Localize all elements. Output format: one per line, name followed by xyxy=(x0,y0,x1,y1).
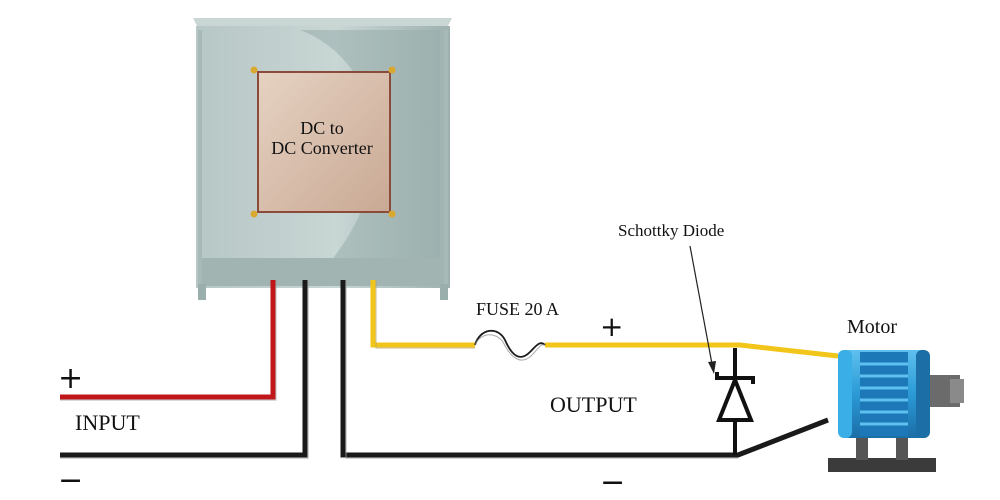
panel-screw-icon xyxy=(250,210,258,218)
fuse-icon xyxy=(474,329,546,358)
input-positive-wire xyxy=(60,280,277,401)
output-plus-sign: + xyxy=(600,310,623,343)
converter-panel xyxy=(250,66,396,218)
panel-screw-icon xyxy=(250,66,258,74)
schottky-diode-icon xyxy=(715,348,755,455)
panel-screw-icon xyxy=(388,210,396,218)
fuse-label: FUSE 20 A xyxy=(476,299,559,319)
input-label: INPUT xyxy=(75,410,140,435)
output-label: OUTPUT xyxy=(550,392,637,417)
converter-label-line2: DC Converter xyxy=(271,138,372,158)
output-negative-wire xyxy=(340,280,829,459)
input-minus-sign: − xyxy=(58,463,83,498)
diode-pointer-arrow xyxy=(689,245,716,374)
diode-label: Schottky Diode xyxy=(618,221,724,240)
input-plus-sign: + xyxy=(58,361,83,396)
panel-screw-icon xyxy=(388,66,396,74)
output-minus-sign: − xyxy=(600,465,625,500)
converter-label-line1: DC to xyxy=(300,118,344,138)
motor-icon xyxy=(828,350,964,472)
output-positive-wire xyxy=(370,280,839,359)
input-negative-wire xyxy=(60,280,309,459)
motor-label: Motor xyxy=(847,316,897,338)
